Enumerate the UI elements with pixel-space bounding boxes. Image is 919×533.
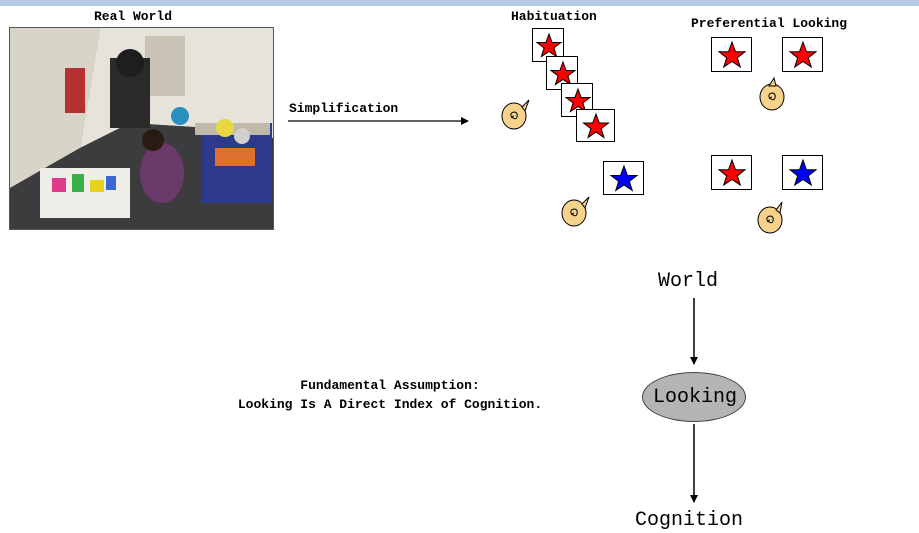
habituation-blue-star-card — [603, 161, 644, 195]
fundamental-assumption-text: Fundamental Assumption: Looking Is A Dir… — [160, 376, 620, 414]
preferential-looking-title: Preferential Looking — [691, 16, 848, 31]
preferential-blue-star-card — [782, 155, 823, 190]
assumption-line-1: Fundamental Assumption: — [300, 378, 480, 393]
cognition-label: Cognition — [635, 509, 744, 532]
habituation-red-star-card — [576, 109, 615, 142]
infant-head-icon — [759, 77, 785, 111]
preferential-red-star-card — [711, 155, 752, 190]
preferential-red-star-card — [711, 37, 752, 72]
infant-head-icon — [561, 196, 590, 227]
assumption-line-2: Looking Is A Direct Index of Cognition. — [237, 397, 543, 412]
preferential-red-star-card — [782, 37, 823, 72]
infant-head-icon — [757, 201, 783, 234]
simplification-label: Simplification — [289, 101, 399, 116]
top-accent-bar — [0, 0, 919, 6]
habituation-red-star-card — [561, 83, 593, 117]
habituation-title: Habituation — [511, 9, 597, 24]
real-world-photo — [9, 27, 274, 230]
looking-node: Looking — [642, 372, 746, 422]
infant-head-icon — [501, 99, 530, 130]
world-label: World — [658, 270, 719, 293]
looking-label: Looking — [652, 386, 737, 409]
real-world-title: Real World — [94, 9, 173, 24]
